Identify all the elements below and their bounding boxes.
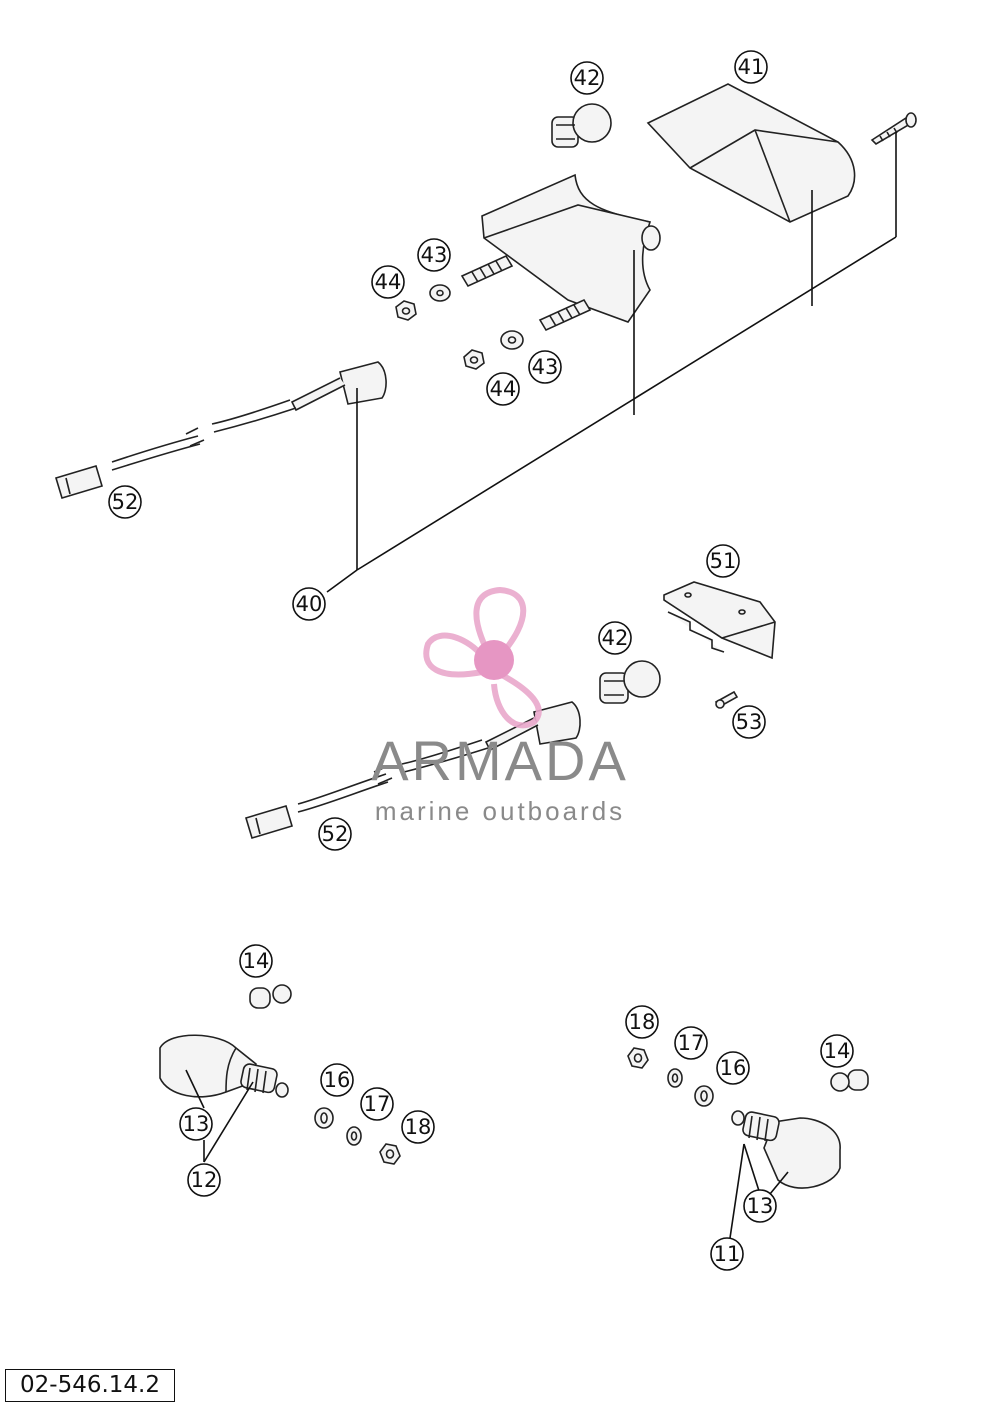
callout-18-left: 18 xyxy=(401,1110,435,1144)
license-plate-light-housing xyxy=(663,581,776,660)
callout-18-right: 18 xyxy=(625,1005,659,1039)
callout-52-top: 52 xyxy=(108,485,142,519)
svg-text:42: 42 xyxy=(602,626,629,650)
callout-41: 41 xyxy=(734,50,768,84)
housing-stud-upper xyxy=(460,254,514,288)
svg-text:51: 51 xyxy=(710,549,737,573)
tail-light-housing xyxy=(481,173,661,323)
svg-text:52: 52 xyxy=(112,490,139,514)
svg-text:13: 13 xyxy=(183,1112,210,1136)
callout-44-lower: 44 xyxy=(486,372,520,406)
callout-44-upper: 44 xyxy=(371,265,405,299)
washer-43-lower xyxy=(500,330,524,350)
svg-text:13: 13 xyxy=(747,1194,774,1218)
svg-text:52: 52 xyxy=(322,822,349,846)
svg-text:18: 18 xyxy=(629,1010,656,1034)
document-code: 02-546.14.2 xyxy=(5,1369,175,1402)
callout-43-lower: 43 xyxy=(528,350,562,384)
bulb-middle xyxy=(599,660,661,704)
svg-text:17: 17 xyxy=(678,1031,705,1055)
turn-signal-left xyxy=(159,1034,289,1098)
bulb-14-left xyxy=(249,984,292,1009)
svg-text:14: 14 xyxy=(824,1039,851,1063)
callout-42-middle: 42 xyxy=(598,621,632,655)
lens-screw xyxy=(870,112,917,146)
callout-52-middle: 52 xyxy=(318,817,352,851)
bulb-socket-cable-middle xyxy=(245,701,581,839)
washer-16-right xyxy=(694,1085,714,1107)
callout-17-right: 17 xyxy=(674,1026,708,1060)
bulb-14-right xyxy=(830,1069,869,1092)
callout-14-left: 14 xyxy=(239,944,273,978)
bulb-socket-cable-top xyxy=(55,361,387,499)
watermark-propeller-hub xyxy=(474,640,514,680)
leader-lines-top xyxy=(326,132,897,593)
svg-text:14: 14 xyxy=(243,949,270,973)
lockwasher-17-left xyxy=(346,1126,362,1146)
watermark-brand: ARMADA xyxy=(371,729,629,792)
callout-53: 53 xyxy=(732,705,766,739)
nut-18-right xyxy=(627,1047,649,1069)
svg-text:40: 40 xyxy=(296,592,323,616)
leader-lines-right xyxy=(729,1143,789,1239)
svg-text:42: 42 xyxy=(574,66,601,90)
license-light-screw xyxy=(714,690,739,709)
svg-text:41: 41 xyxy=(738,55,765,79)
nut-44-lower xyxy=(463,349,485,370)
nut-44-upper xyxy=(395,300,417,321)
washer-16-left xyxy=(314,1107,334,1129)
turn-signal-right xyxy=(731,1110,841,1189)
svg-text:44: 44 xyxy=(375,270,402,294)
svg-text:53: 53 xyxy=(736,710,763,734)
svg-text:16: 16 xyxy=(720,1056,747,1080)
callout-11: 11 xyxy=(710,1237,744,1271)
callout-16-left: 16 xyxy=(320,1063,354,1097)
callout-12: 12 xyxy=(187,1163,221,1197)
callout-51: 51 xyxy=(706,544,740,578)
lockwasher-17-right xyxy=(667,1068,683,1088)
housing-stud-lower xyxy=(538,298,592,332)
callout-40: 40 xyxy=(292,587,326,621)
callout-13-right: 13 xyxy=(743,1189,777,1223)
svg-text:17: 17 xyxy=(364,1092,391,1116)
tail-light-lens xyxy=(646,83,856,223)
watermark-propeller-logo xyxy=(423,586,542,729)
svg-text:43: 43 xyxy=(421,243,448,267)
callout-43-upper: 43 xyxy=(417,238,451,272)
svg-text:44: 44 xyxy=(490,377,517,401)
svg-text:11: 11 xyxy=(714,1242,741,1266)
bulb-top xyxy=(551,103,612,148)
callout-14-right: 14 xyxy=(820,1034,854,1068)
svg-text:16: 16 xyxy=(324,1068,351,1092)
callout-16-right: 16 xyxy=(716,1051,750,1085)
callout-42-top: 42 xyxy=(570,61,604,95)
callout-13-left: 13 xyxy=(179,1107,213,1141)
washer-43-upper xyxy=(429,284,451,302)
nut-18-left xyxy=(379,1143,401,1165)
svg-text:43: 43 xyxy=(532,355,559,379)
watermark-tagline: marine outboards xyxy=(375,796,625,826)
callout-17-left: 17 xyxy=(360,1087,394,1121)
svg-text:12: 12 xyxy=(191,1168,218,1192)
leader-lines-left xyxy=(185,1069,254,1163)
svg-text:18: 18 xyxy=(405,1115,432,1139)
